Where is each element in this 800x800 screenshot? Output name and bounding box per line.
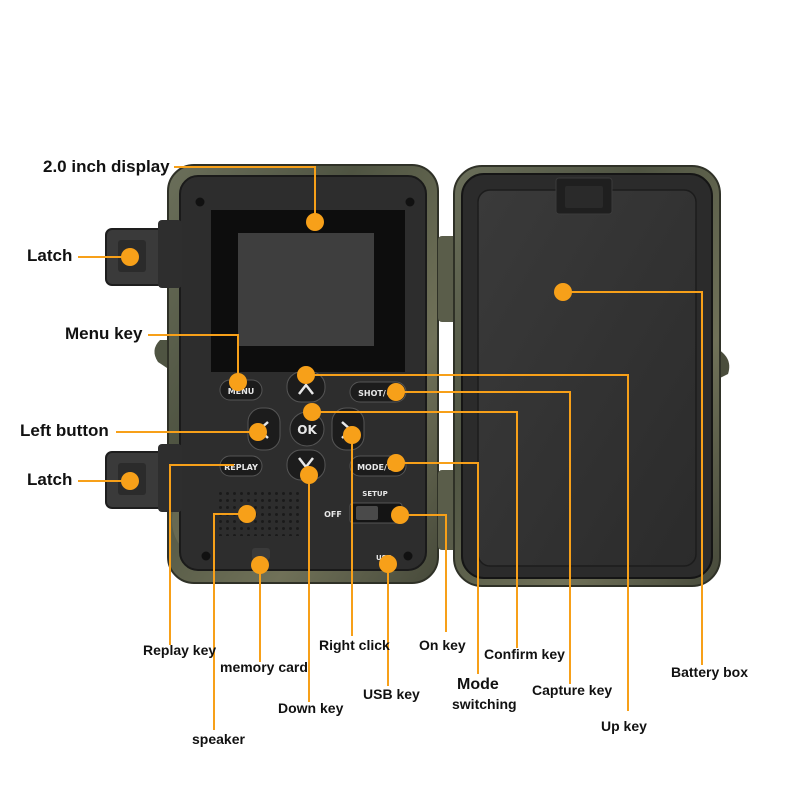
label-battery-box: Battery box [671, 664, 749, 680]
menu-button-text: MENU [228, 387, 255, 396]
latch-top[interactable] [105, 220, 182, 288]
up-arrow-icon [298, 382, 314, 395]
callout-lines [78, 166, 703, 730]
label-left-button: Left button [20, 421, 109, 440]
label-speaker: speaker [192, 731, 245, 747]
setup-text: SETUP [362, 490, 387, 498]
label-switching: switching [452, 696, 517, 712]
replay-button-text: REPLAY [224, 463, 258, 472]
label-confirm-key: Confirm key [484, 646, 565, 662]
display-screen [238, 233, 374, 346]
label-replay-key: Replay key [143, 642, 217, 658]
off-text: OFF [324, 510, 342, 519]
label-latch-bottom: Latch [27, 470, 73, 489]
mode-button-text: MODE/© [357, 463, 395, 472]
battery-box [477, 189, 697, 567]
label-right-click: Right click [319, 637, 390, 653]
label-display: 2.0 inch display [43, 157, 170, 176]
label-menu-key: Menu key [65, 324, 143, 343]
label-mode: Mode [457, 676, 499, 693]
ok-button-text: OK [297, 423, 317, 437]
shot-button-text: SHOT/® [358, 389, 394, 398]
label-down-key: Down key [278, 700, 344, 716]
label-on-key: On key [419, 637, 466, 653]
label-memory-card: memory card [220, 659, 308, 675]
label-capture-key: Capture key [532, 682, 613, 698]
label-latch-top: Latch [27, 246, 73, 265]
camera-body: MENU SHOT/® REPLAY MODE/© OK SETUP OFF [154, 164, 439, 584]
label-up-key: Up key [601, 718, 647, 734]
label-usb-key: USB key [363, 686, 420, 702]
callout-dots [121, 213, 572, 574]
